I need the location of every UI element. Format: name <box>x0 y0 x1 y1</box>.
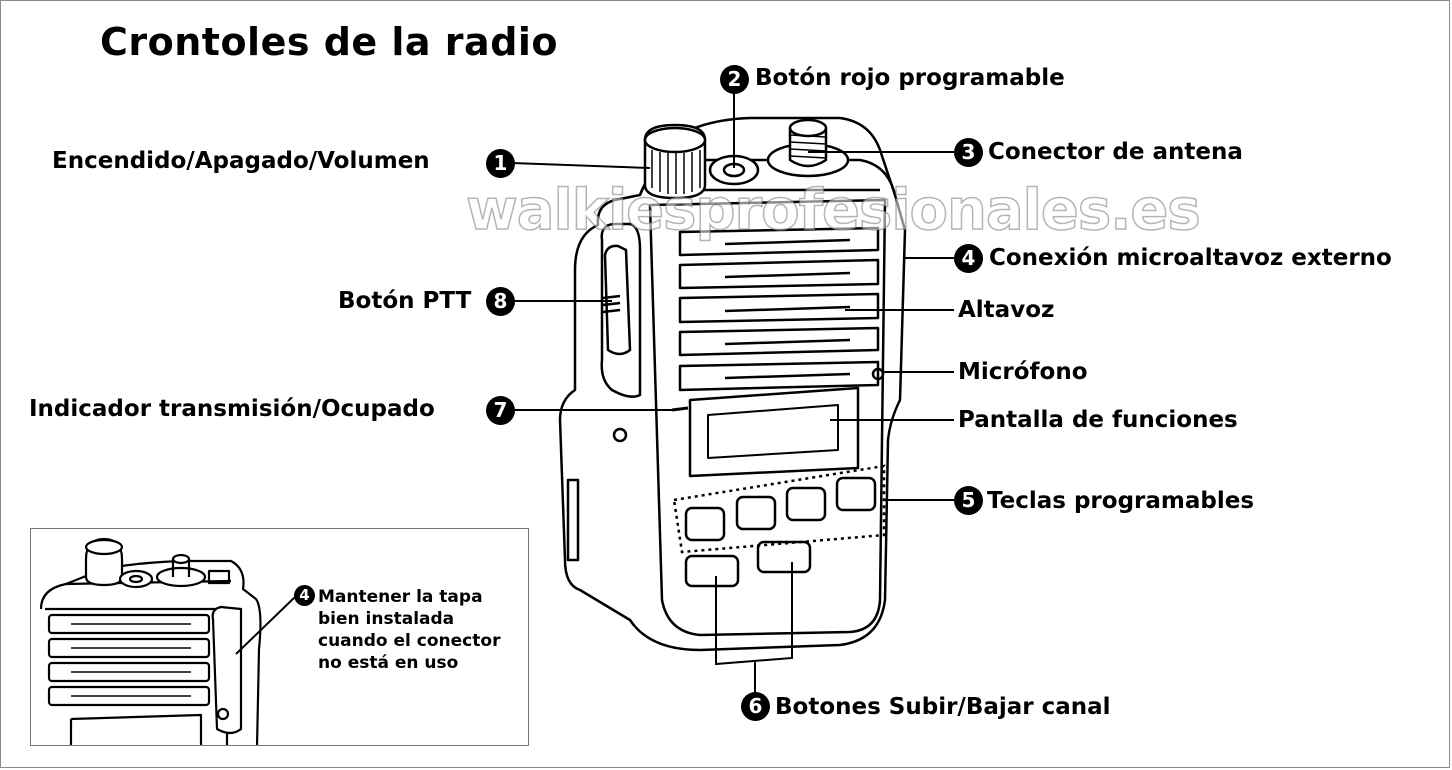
callout-3-number: 3 <box>954 138 983 167</box>
callout-3-label: Conector de antena <box>988 139 1243 165</box>
inset-line-1: Mantener la tapa <box>318 587 483 607</box>
watermark: walkiesprofesionales.es <box>465 177 1201 244</box>
speaker-label: Altavoz <box>958 297 1055 323</box>
inset-number: 4 <box>294 585 315 606</box>
callout-5-number: 5 <box>954 486 983 515</box>
callout-7-number: 7 <box>486 396 515 425</box>
callout-6-number: 6 <box>741 692 770 721</box>
callout-8-number: 8 <box>486 287 515 316</box>
inset-line-4: no está en uso <box>318 653 459 673</box>
callout-7-label: Indicador transmisión/Ocupado <box>29 396 435 422</box>
inset-line-3: cuando el conector <box>318 631 501 651</box>
callout-6-label: Botones Subir/Bajar canal <box>775 694 1111 720</box>
callout-4-number: 4 <box>954 244 983 273</box>
callout-8-label: Botón PTT <box>338 288 472 314</box>
display-label: Pantalla de funciones <box>958 407 1238 433</box>
inset-radio-illustration <box>39 537 296 745</box>
page-title: Crontoles de la radio <box>100 20 559 64</box>
microphone-label: Micrófono <box>958 359 1088 385</box>
callout-1-number: 1 <box>486 149 515 178</box>
inset-note: Mantener la tapa bien instalada cuando e… <box>318 586 500 674</box>
callout-2-number: 2 <box>720 65 749 94</box>
callout-1-label: Encendido/Apagado/Volumen <box>52 148 430 174</box>
inset-detail <box>30 528 529 746</box>
inset-line-2: bien instalada <box>318 609 455 629</box>
callout-2-label: Botón rojo programable <box>755 65 1065 91</box>
callout-5-label: Teclas programables <box>987 488 1255 514</box>
callout-4-label: Conexión microaltavoz externo <box>989 245 1392 271</box>
